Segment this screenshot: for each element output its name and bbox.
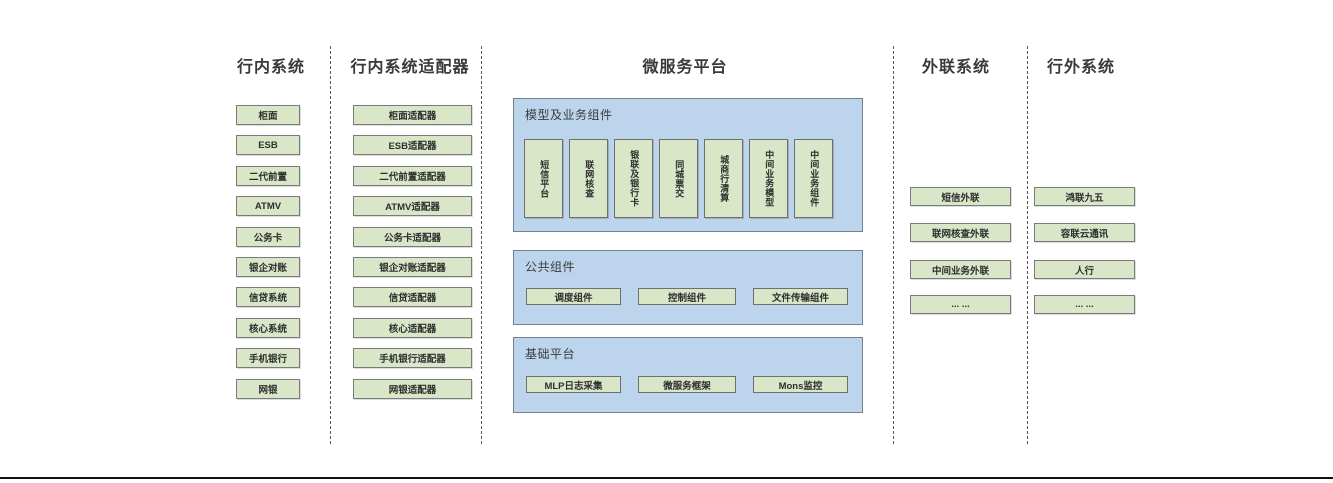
platform-component-label: 同城票交 (674, 159, 685, 198)
internal-system-node: 公务卡 (236, 227, 300, 247)
platform-component-node: 银联及银行卡 (614, 139, 653, 218)
common-component-node: 控制组件 (638, 288, 736, 305)
panel-title: 公共组件 (525, 260, 576, 274)
adapter-node: ATMV适配器 (353, 196, 472, 216)
internal-system-node: 柜面 (236, 105, 300, 125)
column-header-external-link-systems: 外联系统 (921, 59, 990, 76)
platform-component-label: 联网核查 (584, 159, 595, 198)
base-platform-node: 微服务框架 (638, 376, 736, 393)
adapter-node: 银企对账适配器 (353, 257, 472, 277)
panel-title: 基础平台 (525, 347, 576, 361)
outside-system-node: 人行 (1034, 260, 1135, 279)
internal-system-node: 手机银行 (236, 348, 300, 368)
platform-component-node: 中间业务模型 (749, 139, 788, 218)
common-component-node: 文件传输组件 (753, 288, 848, 305)
column-header-microservice-platform: 微服务平台 (642, 59, 728, 76)
platform-component-label: 中间业务模型 (764, 150, 775, 207)
adapter-node: ESB适配器 (353, 135, 472, 155)
platform-component-label: 短信平台 (539, 159, 550, 198)
platform-component-label: 城商行清算 (719, 154, 730, 203)
internal-system-node: ATMV (236, 196, 300, 216)
internal-system-node: 核心系统 (236, 318, 300, 338)
adapter-node: 核心适配器 (353, 318, 472, 338)
platform-component-node: 同城票交 (659, 139, 698, 218)
adapter-node: 手机银行适配器 (353, 348, 472, 368)
panel-base-platform: 基础平台 MLP日志采集 微服务框架 Mons监控 (513, 337, 863, 413)
column-separator (1027, 46, 1028, 444)
panel-common-components: 公共组件 调度组件 控制组件 文件传输组件 (513, 250, 863, 325)
internal-system-node: ESB (236, 135, 300, 155)
panel-model-business-components: 模型及业务组件 短信平台 联网核查 银联及银行卡 同城票交 城商行清算 中间业务… (513, 98, 863, 232)
internal-system-node: 银企对账 (236, 257, 300, 277)
platform-component-node: 城商行清算 (704, 139, 743, 218)
column-separator (481, 46, 482, 444)
outside-system-node: 鸿联九五 (1034, 187, 1135, 206)
column-header-outside-systems: 行外系统 (1046, 59, 1115, 76)
platform-component-node: 短信平台 (524, 139, 563, 218)
base-platform-node: Mons监控 (753, 376, 848, 393)
adapter-node: 信贷适配器 (353, 287, 472, 307)
external-link-node: ... ... (910, 295, 1011, 314)
adapter-node: 公务卡适配器 (353, 227, 472, 247)
adapter-node: 柜面适配器 (353, 105, 472, 125)
column-separator (330, 46, 331, 444)
internal-system-node: 二代前置 (236, 166, 300, 186)
internal-system-node: 信贷系统 (236, 287, 300, 307)
bottom-divider (0, 477, 1333, 479)
adapter-node: 网银适配器 (353, 379, 472, 399)
external-link-node: 短信外联 (910, 187, 1011, 206)
column-header-internal-systems: 行内系统 (236, 59, 305, 76)
platform-component-label: 银联及银行卡 (629, 150, 640, 207)
platform-component-label: 中间业务组件 (809, 150, 820, 207)
column-separator (893, 46, 894, 444)
outside-system-node: 容联云通讯 (1034, 223, 1135, 242)
platform-component-node: 联网核查 (569, 139, 608, 218)
platform-component-node: 中间业务组件 (794, 139, 833, 218)
base-platform-node: MLP日志采集 (526, 376, 621, 393)
panel-title: 模型及业务组件 (525, 108, 613, 122)
external-link-node: 中间业务外联 (910, 260, 1011, 279)
external-link-node: 联网核查外联 (910, 223, 1011, 242)
outside-system-node: ... ... (1034, 295, 1135, 314)
column-header-internal-adapters: 行内系统适配器 (350, 59, 470, 76)
adapter-node: 二代前置适配器 (353, 166, 472, 186)
internal-system-node: 网银 (236, 379, 300, 399)
common-component-node: 调度组件 (526, 288, 621, 305)
